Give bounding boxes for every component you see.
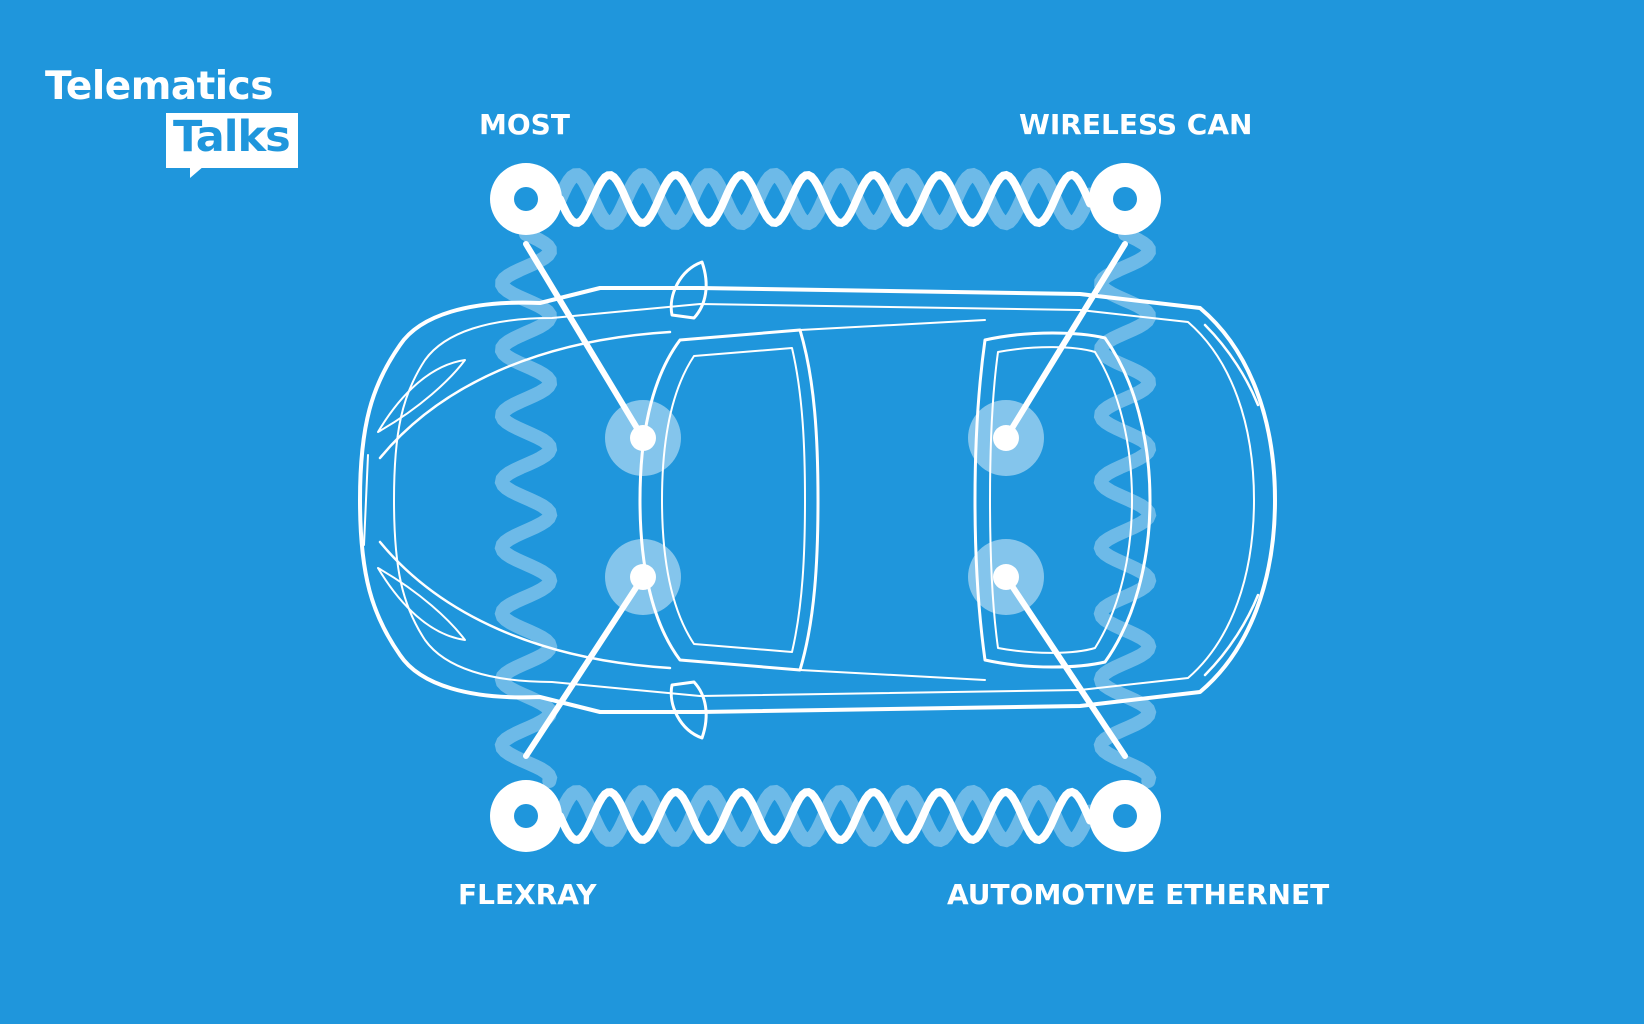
brand-badge-tail: [190, 166, 204, 178]
label-most: MOST: [479, 108, 570, 141]
brand-line1: Telematics: [45, 64, 274, 109]
roof-line-bottom: [799, 669, 986, 681]
ecu-front-left: [630, 425, 656, 451]
cable-bottom: [556, 787, 1094, 845]
connector-ethernet: [1003, 574, 1128, 759]
faint-cable-group: [494, 167, 1157, 848]
left-mirror: [669, 260, 708, 320]
node-most-hole: [514, 187, 538, 211]
connector-flexray: [523, 574, 646, 759]
faint-cable-right: [1093, 227, 1157, 788]
roof-line-top: [799, 319, 986, 331]
right-mirror: [669, 680, 708, 740]
ecu-rear-right: [993, 564, 1019, 590]
ecu-front-right: [630, 564, 656, 590]
node-flexray-hole: [514, 804, 538, 828]
front-right-headlight: [377, 567, 466, 641]
hood-curve-bottom: [378, 540, 672, 670]
connector-most: [523, 241, 646, 441]
hood-curve-top: [378, 330, 672, 460]
inner-nodes: [605, 400, 1044, 615]
label-flexray: FLEXRAY: [458, 878, 597, 911]
faint-cable-left: [494, 227, 558, 788]
ecu-rear-left: [993, 425, 1019, 451]
car-body: [358, 286, 1277, 714]
front-grille: [363, 454, 369, 546]
main-cable-group: [556, 170, 1094, 845]
brand-badge: [166, 113, 298, 168]
corner-nodes: [490, 163, 1161, 852]
rear-window: [973, 331, 1152, 669]
windshield-inner: [661, 347, 806, 653]
brand-line2: Talks: [173, 112, 291, 162]
node-ethernet-hole: [1113, 804, 1137, 828]
label-automotive-ethernet: AUTOMOTIVE ETHERNET: [947, 878, 1330, 911]
connector-wireless-can: [1003, 241, 1128, 441]
connector-lines: [523, 241, 1128, 759]
tail-light-top: [1203, 323, 1260, 407]
label-wireless-can: WIRELESS CAN: [1019, 108, 1253, 141]
car-body-inner: [393, 303, 1255, 697]
tail-light-bottom: [1203, 593, 1260, 677]
front-left-headlight: [377, 359, 466, 433]
rear-window-inner: [989, 346, 1133, 654]
node-wireless-can-hole: [1113, 187, 1137, 211]
windshield: [638, 328, 820, 672]
cable-top: [556, 170, 1094, 228]
